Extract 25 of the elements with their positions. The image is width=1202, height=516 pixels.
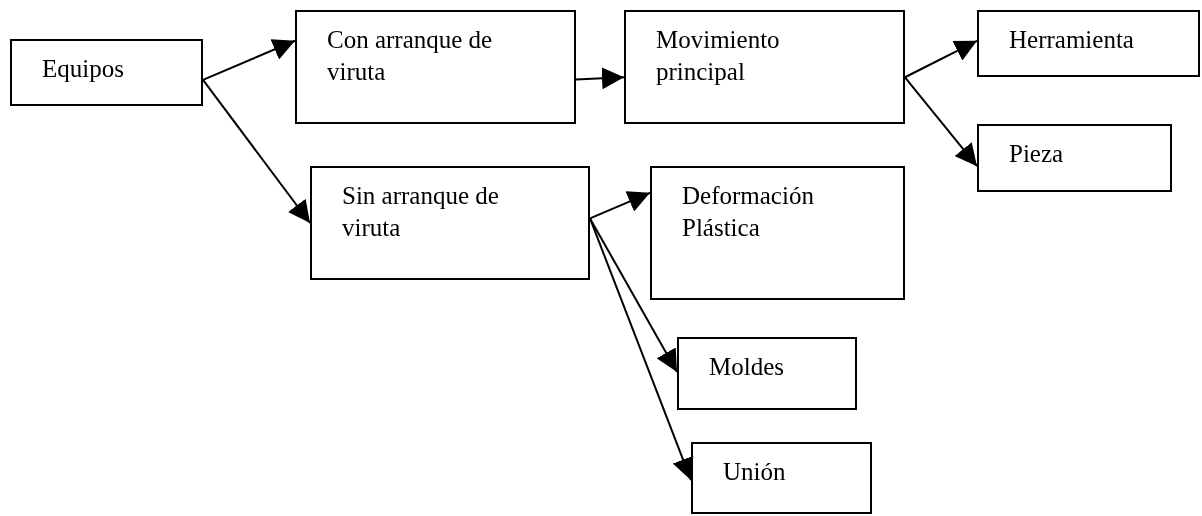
box-label: Pieza	[1009, 139, 1064, 169]
arrow	[202, 39, 296, 81]
process-box	[977, 10, 1200, 77]
box-label: Con arranque de viruta	[327, 25, 494, 87]
process-box	[977, 124, 1172, 192]
process-box	[10, 39, 203, 106]
box-label: Deformación Plástica	[682, 181, 815, 243]
arrow	[904, 76, 978, 168]
box-label: Sin arranque de viruta	[342, 181, 500, 243]
process-box	[295, 10, 576, 124]
arrow	[589, 217, 678, 374]
process-box	[624, 10, 905, 124]
process-box	[691, 442, 872, 514]
process-box	[677, 337, 857, 410]
arrow	[575, 67, 625, 90]
process-box	[650, 166, 905, 300]
box-label: Movimiento principal	[656, 25, 781, 87]
box-label: Equipos	[42, 54, 124, 84]
box-label: Herramienta	[1009, 25, 1134, 55]
box-label: Unión	[723, 457, 786, 487]
arrow	[904, 39, 978, 79]
process-box	[310, 166, 590, 280]
arrow	[589, 191, 651, 220]
box-label: Moldes	[709, 352, 784, 382]
arrow	[202, 78, 311, 224]
